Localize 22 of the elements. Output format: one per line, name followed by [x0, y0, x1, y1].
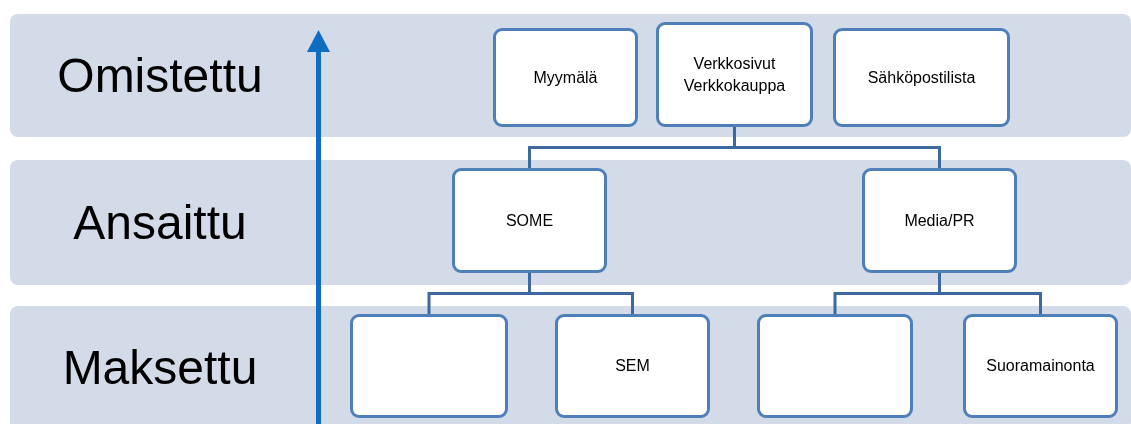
level-label: Maksettu	[61, 340, 259, 395]
level-band	[10, 160, 1131, 285]
box-label: Suoramainonta	[985, 356, 1096, 377]
level-label: Omistettu	[56, 47, 264, 103]
box-label: Sähköpostilista	[866, 67, 977, 88]
channel-box	[963, 314, 1118, 418]
channel-box	[656, 22, 813, 127]
level-label: Ansaittu	[72, 194, 248, 250]
box-label: Myymälä	[532, 67, 599, 88]
channel-box	[493, 28, 638, 127]
channel-box	[757, 314, 913, 418]
channel-box	[555, 314, 710, 418]
level-band	[10, 306, 1131, 424]
box-label: SOME	[504, 210, 555, 231]
box-label: Verkkosivut Verkkokauppa	[682, 53, 787, 96]
channel-box	[452, 168, 607, 273]
channel-box	[862, 168, 1017, 273]
level-band	[10, 14, 1131, 137]
box-label: SEM	[614, 356, 651, 377]
channel-box	[833, 28, 1010, 127]
channel-box	[350, 314, 508, 418]
box-label: Media/PR	[903, 210, 976, 231]
